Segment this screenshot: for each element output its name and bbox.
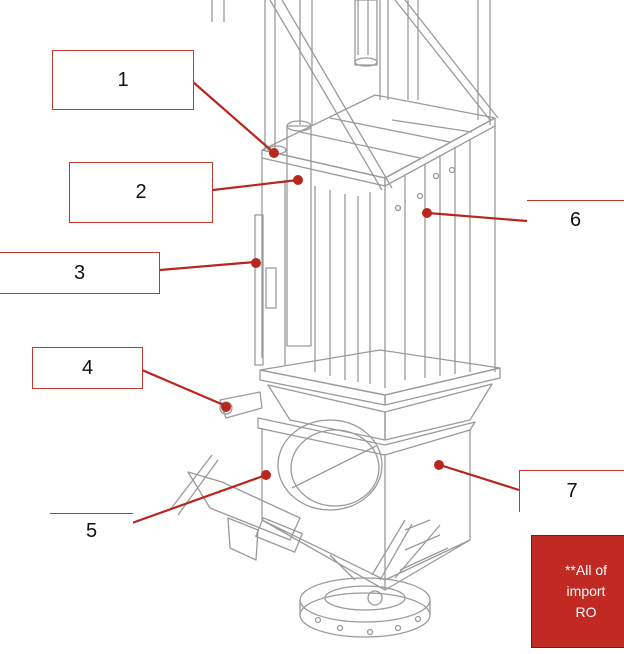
leader-line-5	[131, 473, 267, 525]
leader-dot-3	[251, 258, 261, 268]
note-line-3: RO	[575, 604, 597, 620]
callout-number-6: 6	[569, 209, 582, 231]
callout-box-2: 2	[69, 162, 213, 223]
note-box: **All of import RO	[531, 535, 624, 648]
note-line-2: import	[566, 583, 606, 599]
callout-box-3: 3	[0, 252, 160, 294]
leader-line-7	[439, 463, 520, 492]
leader-dot-5	[261, 470, 271, 480]
line-art	[169, 0, 501, 638]
leader-line-2	[212, 178, 299, 192]
leader-dot-4	[221, 402, 231, 412]
leader-dot-6	[422, 208, 432, 218]
leader-dots	[221, 148, 444, 480]
leader-dot-1	[269, 148, 279, 158]
leader-line-1	[192, 81, 274, 153]
callout-number-5: 5	[85, 520, 98, 542]
leader-dot-2	[293, 175, 303, 185]
callout-number-1: 1	[117, 68, 129, 91]
callout-box-1: 1	[52, 50, 194, 110]
callout-number-2: 2	[135, 181, 147, 203]
leader-line-3	[159, 260, 256, 272]
leader-dot-7	[434, 460, 444, 470]
callout-box-5: 5	[50, 513, 133, 547]
callout-box-6: 6	[527, 200, 624, 240]
note-line-1: **All of	[564, 562, 608, 578]
callout-number-7: 7	[566, 480, 578, 502]
callout-box-4: 4	[32, 347, 143, 389]
callout-number-3: 3	[73, 261, 86, 284]
callout-box-7: 7	[519, 470, 624, 512]
callout-number-4: 4	[81, 356, 94, 379]
leader-line-4	[141, 368, 227, 408]
leader-line-6	[427, 211, 528, 223]
leader-lines	[131, 81, 528, 525]
